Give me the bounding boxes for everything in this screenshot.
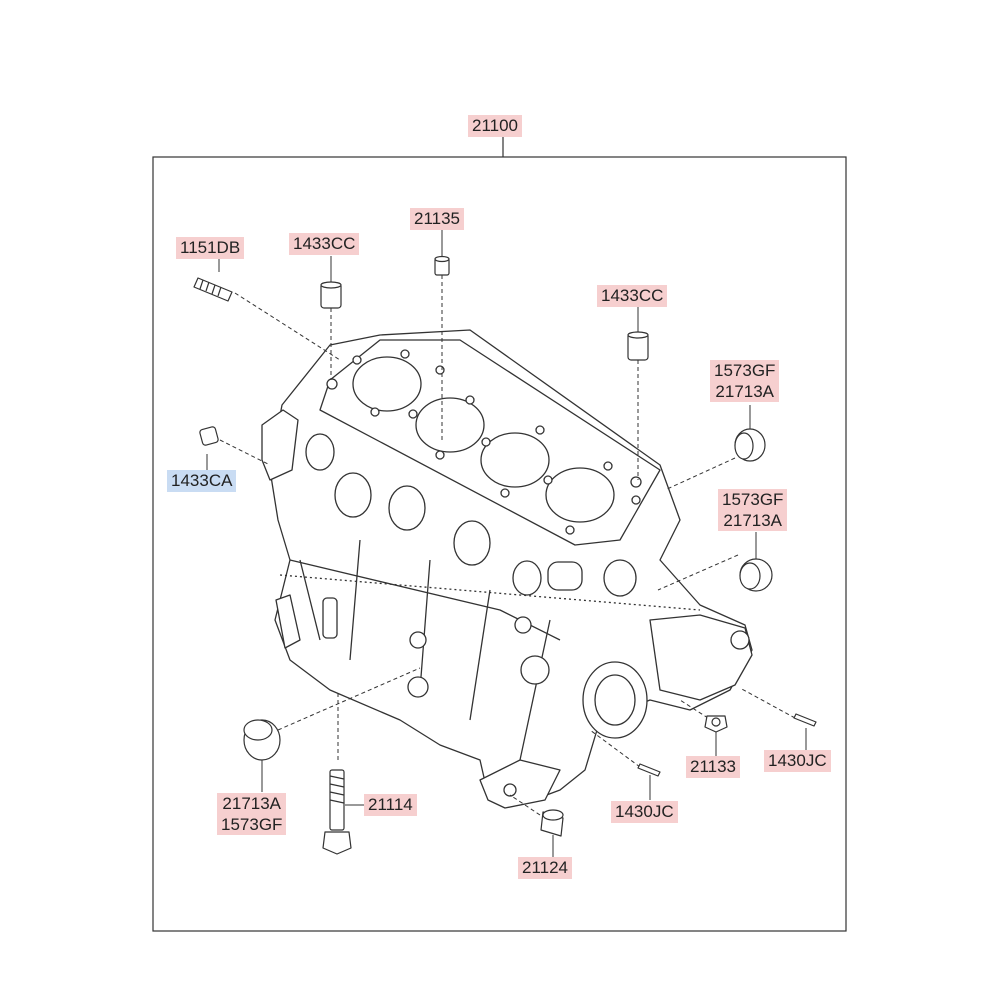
part-label-21133[interactable]: 21133 (686, 756, 741, 778)
pin-1430jc-mid-icon (637, 763, 661, 777)
bushing-21124-icon (540, 809, 564, 837)
part-label-pair-bottom[interactable]: 21713A 1573GF (217, 793, 287, 835)
small-parts (193, 255, 817, 855)
part-label-1433cc-right[interactable]: 1433CC (597, 285, 668, 307)
part-label-pair-top[interactable]: 1573GF 21713A (710, 360, 780, 402)
part-label-21124[interactable]: 21124 (518, 857, 573, 879)
bolt-21114-icon (322, 769, 352, 855)
part-label-21135[interactable]: 21135 (410, 208, 465, 230)
part-label-21713a-bottom: 21713A (222, 794, 282, 813)
part-label-1433cc-left[interactable]: 1433CC (289, 233, 360, 255)
cylinder-block-illustration (261, 329, 753, 809)
assembly-frame (152, 137, 847, 932)
part-label-21114[interactable]: 21114 (364, 794, 417, 816)
part-label-1430jc-right[interactable]: 1430JC (764, 750, 831, 772)
part-label-1430jc-mid[interactable]: 1430JC (611, 801, 678, 823)
expansion-plug-mid-icon (739, 558, 773, 592)
part-label-1573gf-top: 1573GF (714, 361, 776, 380)
dowel-1433cc-left-icon (320, 281, 342, 309)
sleeve-21135-icon (434, 255, 450, 276)
dowel-1433ca-icon (199, 426, 219, 446)
plug-21133-icon (704, 715, 728, 733)
expansion-plug-bottom-icon (243, 719, 281, 761)
dowel-1433cc-right-icon (627, 331, 649, 361)
part-label-1573gf-mid: 1573GF (722, 490, 784, 509)
pin-1430jc-right-icon (793, 713, 817, 727)
part-label-1433ca[interactable]: 1433CA (167, 470, 237, 492)
expansion-plug-top-icon (734, 428, 766, 462)
part-label-21713a-mid: 21713A (723, 511, 783, 530)
leader-lines (206, 229, 807, 857)
part-label-1151db[interactable]: 1151DB (176, 237, 245, 259)
part-label-1573gf-bottom: 1573GF (221, 815, 283, 834)
part-label-21100[interactable]: 21100 (468, 115, 523, 137)
plug-1151db-icon (193, 277, 233, 302)
part-label-pair-mid[interactable]: 1573GF 21713A (718, 489, 788, 531)
part-label-21713a-top: 21713A (715, 382, 775, 401)
